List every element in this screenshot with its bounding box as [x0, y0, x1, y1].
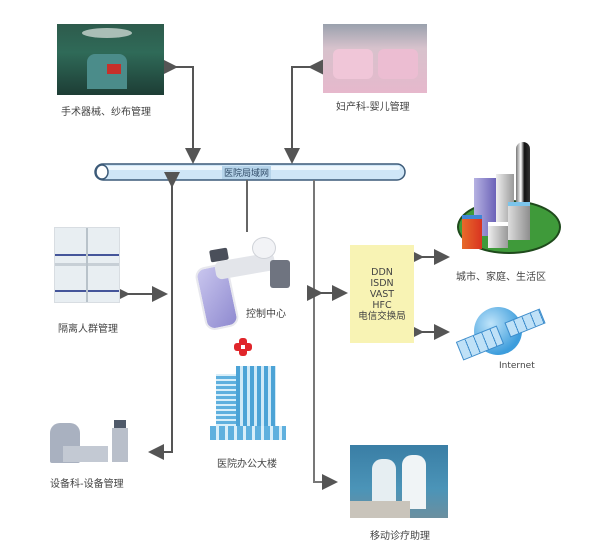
city-label: 城市、家庭、生活区 — [456, 272, 546, 283]
equipment-label: 设备科-设备管理 — [50, 479, 124, 490]
office-label: 医院办公大楼 — [217, 459, 277, 470]
telecom-line: HFC — [372, 299, 392, 311]
medical-equipment-photo — [48, 418, 134, 468]
maternity-label: 妇产科-婴儿管理 — [336, 102, 410, 113]
telecom-line: VAST — [369, 288, 395, 300]
telecom-line: ISDN — [370, 277, 394, 289]
link-maternity — [284, 59, 324, 164]
isolation-ward-photo — [54, 227, 120, 303]
handheld-reader-icon — [190, 235, 295, 332]
telecom-exchange-box: DDN ISDN VAST HFC 电信交换局 — [350, 245, 414, 343]
link-surgery — [162, 59, 201, 164]
link-equipment — [148, 172, 180, 460]
red-cross-icon — [234, 338, 252, 356]
nurses-photo — [350, 445, 448, 518]
mobile-label: 移动诊疗助理 — [370, 531, 430, 542]
operating-room-photo — [57, 24, 164, 95]
hospital-building-icon — [210, 338, 290, 448]
city-buildings-icon — [452, 140, 562, 255]
nursery-photo — [323, 24, 427, 93]
globe-satellite-icon — [455, 305, 551, 370]
link-mobile — [313, 180, 338, 490]
surgery-label: 手术器械、纱布管理 — [61, 107, 151, 118]
telecom-line: DDN — [371, 266, 393, 278]
telecom-line: 电信交换局 — [358, 310, 406, 322]
internet-label: Internet — [499, 361, 535, 371]
control-label: 控制中心 — [246, 309, 286, 320]
isolation-label: 隔离人群管理 — [58, 324, 118, 335]
bus-label: 医院局域网 — [222, 166, 272, 179]
